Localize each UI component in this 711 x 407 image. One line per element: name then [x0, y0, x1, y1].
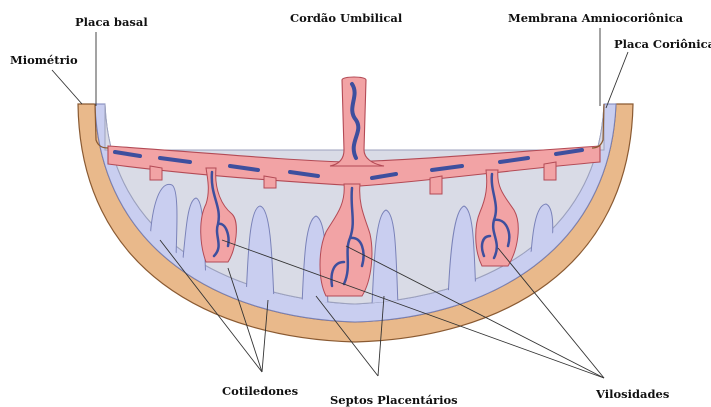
- label-cordao-umbilical: Cordão Umbilical: [290, 11, 403, 25]
- stub: [150, 166, 162, 180]
- label-placa-basal: Placa basal: [75, 15, 148, 29]
- label-septos-placentarios: Septos Placentários: [330, 393, 458, 407]
- leader-placa-corionica: [606, 52, 628, 108]
- stub: [544, 162, 556, 180]
- label-miometrio: Miométrio: [10, 53, 78, 67]
- leader-miometrio: [52, 70, 82, 104]
- stub: [264, 176, 276, 188]
- stub: [430, 176, 442, 194]
- label-membrana-amniocorionica: Membrana Amniocoriônica: [508, 11, 684, 25]
- label-placa-corionica: Placa Coriônica: [614, 37, 711, 51]
- label-vilosidades: Vilosidades: [595, 387, 669, 401]
- label-cotiledones: Cotiledones: [222, 384, 298, 398]
